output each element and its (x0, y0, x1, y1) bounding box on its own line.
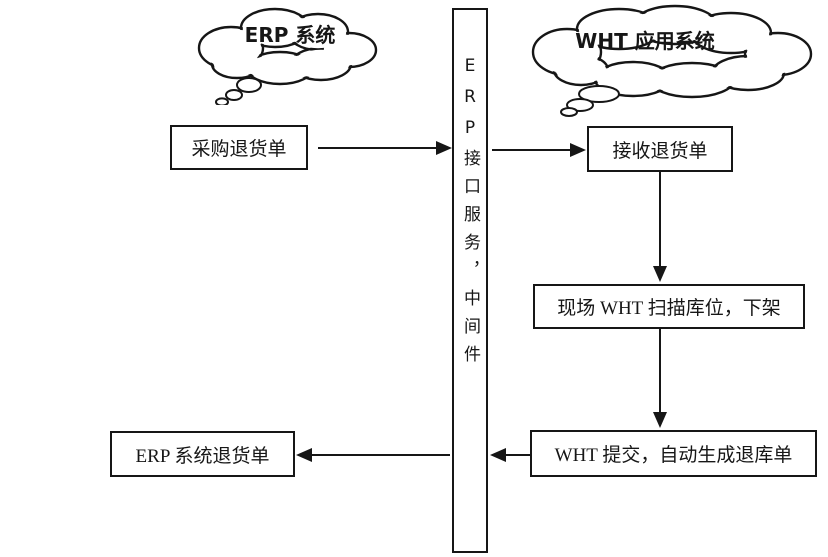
node-receive-return-order-label: 接收退货单 (612, 140, 708, 162)
arrow-down-icon (653, 412, 667, 428)
node-purchase-return-order-label: 采购退货单 (191, 139, 287, 160)
arrow-left-icon (296, 448, 312, 462)
wht-system-cloud-label: WHT 应用系统 (575, 29, 715, 53)
wht-system-cloud-shape (531, 4, 813, 117)
node-receive-return-order: 接收退货单 (587, 126, 733, 172)
node-submit-generate-return: WHT 提交，自动生成退库单 (530, 430, 817, 477)
arrow-right-icon (436, 141, 452, 155)
arrow-right-icon (570, 143, 586, 157)
arrow-receive-to-scan-line (659, 172, 661, 266)
arrow-down-icon (653, 266, 667, 282)
node-erp-return-order: ERP 系统退货单 (110, 431, 295, 477)
node-purchase-return-order: 采购退货单 (170, 125, 308, 170)
erp-system-cloud-label: ERP 系统 (244, 23, 336, 47)
erp-interface-middleware-bar: ERP接口服务，中间件 (452, 8, 488, 553)
node-erp-return-order-label: ERP 系统退货单 (135, 445, 270, 467)
arrow-middleware-to-receive-line (492, 149, 572, 151)
erp-cloud-tail-bubbles (215, 77, 262, 105)
node-scan-location-unshelve-label: 现场 WHT 扫描库位，下架 (557, 298, 781, 319)
node-scan-location-unshelve: 现场 WHT 扫描库位，下架 (533, 284, 805, 329)
erp-system-cloud-shape (197, 7, 378, 105)
arrow-middleware-to-erp-return-line (310, 454, 450, 456)
arrow-scan-to-submit-line (659, 329, 661, 412)
erp-interface-middleware-label: ERP接口服务，中间件 (460, 56, 480, 373)
node-submit-generate-return-label: WHT 提交，自动生成退库单 (554, 445, 793, 466)
wht-cloud-tail-bubbles (560, 85, 620, 117)
arrow-submit-to-middleware-line (504, 454, 530, 456)
arrow-purchase-to-middleware-line (318, 147, 438, 149)
arrow-left-icon (490, 448, 506, 462)
